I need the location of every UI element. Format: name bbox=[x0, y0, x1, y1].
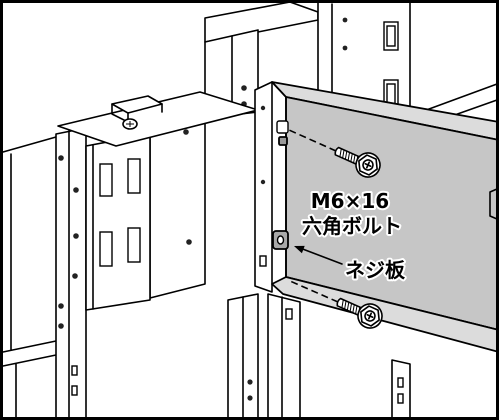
square-hole-inner bbox=[386, 25, 396, 47]
mounting-hole bbox=[183, 129, 189, 135]
top-plate bbox=[57, 91, 259, 147]
bolt-thread bbox=[339, 148, 359, 165]
mounting-hole bbox=[247, 395, 253, 401]
inner-plate bbox=[149, 111, 206, 299]
slot-hole bbox=[397, 393, 404, 404]
right-edge-notch bbox=[489, 188, 498, 220]
mounting-hole bbox=[260, 179, 266, 185]
slot-hole bbox=[285, 308, 293, 320]
mounting-hole bbox=[241, 85, 247, 91]
slot-hole bbox=[71, 365, 78, 376]
screw-plate-hole bbox=[276, 235, 285, 245]
bottom-right-post-body bbox=[391, 359, 411, 419]
hex-bolt-lower bbox=[336, 297, 383, 329]
bottom-right-post bbox=[391, 359, 411, 419]
bolt-head-cross bbox=[364, 161, 372, 169]
mounting-hole bbox=[186, 239, 192, 245]
mounting-hole bbox=[58, 155, 64, 161]
mounting-hole bbox=[72, 273, 78, 279]
lower-center-post bbox=[227, 293, 259, 419]
lower-rail-post-body bbox=[267, 293, 301, 419]
square-hole bbox=[99, 163, 113, 197]
rail-front-flange bbox=[254, 81, 273, 293]
bolt-head-cross bbox=[366, 312, 374, 320]
slot-hole bbox=[259, 255, 267, 267]
bolt-shaft bbox=[334, 146, 363, 166]
slot-hole bbox=[397, 377, 404, 388]
screw-plate-label: ネジ板 bbox=[345, 258, 406, 282]
mounting-hole bbox=[73, 233, 79, 239]
left-side-panel bbox=[2, 136, 57, 419]
bolt-thread bbox=[341, 299, 361, 316]
mounting-hole bbox=[342, 17, 348, 23]
rail-fold-line bbox=[271, 81, 287, 278]
lower-bolt-insertion-line bbox=[289, 280, 339, 303]
rail-bottom-flange bbox=[271, 276, 499, 353]
slot-hole bbox=[71, 385, 78, 396]
mounting-hole bbox=[58, 323, 64, 329]
mounting-hole bbox=[73, 187, 79, 193]
lower-rail-post bbox=[267, 293, 301, 419]
leader-line bbox=[299, 247, 343, 265]
square-hole bbox=[99, 231, 113, 267]
left-vertical-post bbox=[55, 127, 87, 419]
bolt-type-label: 六角ボルト bbox=[302, 214, 402, 238]
mounting-hole bbox=[342, 45, 348, 51]
top-plate-bolt-cross bbox=[126, 121, 134, 127]
rail-upper-hole bbox=[276, 120, 289, 134]
rail-front-flange-body bbox=[254, 81, 273, 293]
rail-nut bbox=[278, 136, 288, 146]
mounting-hole bbox=[247, 379, 253, 385]
mounting-hole bbox=[260, 105, 266, 111]
arrowhead-icon bbox=[294, 245, 305, 254]
left-post-body bbox=[55, 127, 87, 419]
mounting-hole bbox=[58, 303, 64, 309]
square-hole bbox=[127, 227, 141, 263]
inner-plate-body bbox=[149, 111, 206, 299]
upper-bolt-insertion-line bbox=[288, 129, 337, 152]
square-hole bbox=[127, 158, 141, 194]
hex-bolt-upper bbox=[334, 146, 381, 178]
bolt-size-label: M6×16 bbox=[311, 189, 389, 213]
mounting-bracket bbox=[85, 133, 151, 311]
screw-plate-leader-arrow bbox=[294, 245, 343, 265]
bolt-shaft bbox=[336, 297, 365, 317]
